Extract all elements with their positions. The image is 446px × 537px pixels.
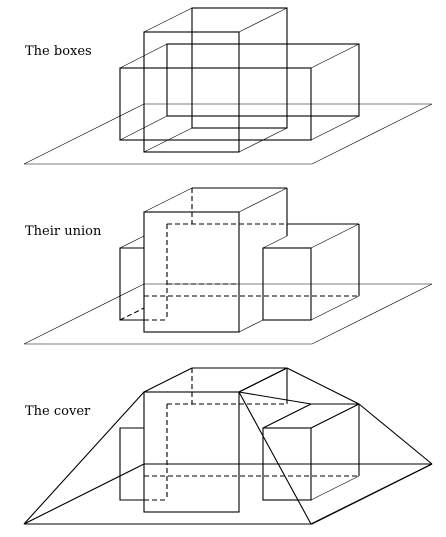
ground-plane (23, 283, 433, 345)
tall-box (143, 7, 288, 153)
panel-label: The boxes (25, 44, 92, 59)
panel-label: The cover (25, 404, 91, 419)
cover-union-solid (119, 367, 360, 513)
union-hidden-edges (119, 188, 359, 321)
ground-plane (23, 103, 433, 165)
cover-hidden-edges (120, 368, 359, 501)
panel-label: Their union (25, 224, 102, 239)
cover-hull (23, 367, 433, 525)
union-solid (119, 187, 360, 333)
panel-union: Their union (23, 187, 433, 345)
panel-boxes: The boxes (23, 7, 433, 165)
panel-cover: The cover (23, 367, 433, 525)
wide-box (119, 43, 360, 141)
